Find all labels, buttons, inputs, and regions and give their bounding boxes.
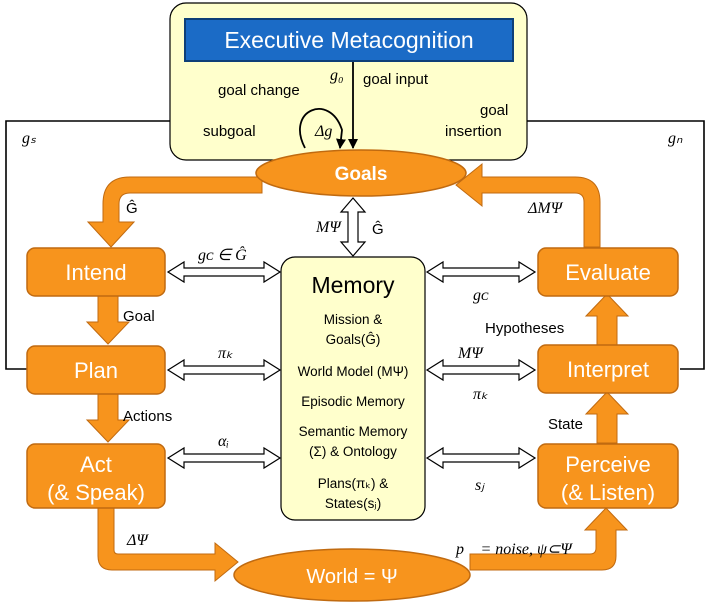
perceive-to-interpret-arrow	[584, 391, 630, 444]
gn-label: gₙ	[668, 130, 683, 147]
intend-box	[26, 247, 166, 297]
memory-title: Memory	[311, 272, 395, 298]
m-psi-right-label: MΨ	[457, 345, 484, 362]
actions-label: Actions	[123, 408, 172, 425]
memory-item: Goals(Ĝ)	[326, 332, 381, 347]
delta-g-label: Δg	[314, 123, 332, 140]
delta-m-label: ΔMΨ	[527, 200, 564, 217]
g0-label: g₀	[330, 67, 344, 84]
gc-in-g-label: gᴄ ∈ Ĝ	[198, 245, 247, 264]
memory-box	[280, 256, 426, 521]
memory-item: States(sⱼ)	[325, 496, 381, 511]
executive-title: Executive Metacognition	[224, 27, 473, 53]
memory-item: (Σ) & Ontology	[309, 444, 397, 459]
perceive-label: Perceive	[565, 452, 651, 477]
delta-psi-label: ΔΨ	[126, 532, 149, 549]
interpret-memory-arrow	[425, 358, 537, 382]
gc-right-label: gᴄ	[473, 287, 489, 304]
act-label: Act	[80, 452, 112, 477]
evaluate-memory-arrow	[425, 260, 537, 284]
intend-memory-arrow	[166, 260, 282, 284]
pi-k-left-label: πₖ	[218, 345, 233, 362]
goal-insertion-label-1: goal	[480, 102, 508, 119]
act-sublabel: (& Speak)	[47, 480, 145, 505]
goals-memory-arrow	[339, 197, 367, 257]
intend-label: Intend	[65, 260, 126, 285]
gs-label: gₛ	[22, 130, 37, 147]
goals-label: Goals	[335, 164, 388, 185]
evaluate-to-goals-flow	[455, 162, 601, 248]
act-box	[26, 443, 166, 509]
noise-label: p⃗ = noise, ψ⊂Ψ	[455, 541, 573, 558]
world-node	[233, 548, 471, 602]
goals-to-intend-flow	[86, 176, 263, 248]
interpret-box	[537, 344, 679, 394]
state-label: State	[548, 416, 583, 433]
world-to-perceive-flow	[469, 507, 629, 571]
evaluate-label: Evaluate	[565, 260, 651, 285]
world-label: World = Ψ	[306, 566, 397, 588]
memory-item: Semantic Memory	[299, 424, 408, 439]
memory-item: World Model (MΨ)	[298, 364, 409, 379]
memory-item: Mission &	[324, 312, 383, 327]
goal-label: Goal	[123, 308, 155, 325]
plan-to-act-arrow	[85, 393, 131, 443]
executive-title-box	[184, 18, 514, 62]
goal-change-label: goal change	[218, 82, 300, 99]
perceive-box	[537, 443, 679, 509]
plan-label: Plan	[74, 358, 118, 383]
interpret-label: Interpret	[567, 357, 649, 382]
plan-memory-arrow	[166, 358, 282, 382]
goals-node	[255, 149, 467, 197]
perceive-memory-arrow	[425, 446, 537, 470]
g-hat-top-label: Ĝ	[372, 221, 384, 238]
goal-change-loop	[299, 108, 346, 149]
interpret-to-evaluate-arrow	[584, 293, 630, 346]
goal-insertion-label-2: insertion	[445, 123, 502, 140]
hypotheses-label: Hypotheses	[485, 320, 564, 337]
m-psi-top-label: MΨ	[315, 219, 342, 236]
evaluate-box	[537, 247, 679, 297]
intend-to-plan-arrow	[85, 295, 131, 345]
g-hat-left-label: Ĝ	[126, 200, 138, 217]
goal-input-label: goal input	[363, 71, 429, 88]
memory-item: Plans(πₖ) &	[318, 476, 389, 491]
plan-box	[26, 345, 166, 395]
memory-item: Episodic Memory	[301, 394, 405, 409]
subgoal-label: subgoal	[203, 123, 256, 140]
perceive-sublabel: (& Listen)	[561, 480, 655, 505]
alpha-i-label: αᵢ	[218, 433, 229, 450]
act-to-world-flow	[97, 507, 239, 583]
pi-k-right-label: πₖ	[473, 386, 488, 403]
act-memory-arrow	[166, 446, 282, 470]
s-j-label: sⱼ	[475, 477, 485, 494]
